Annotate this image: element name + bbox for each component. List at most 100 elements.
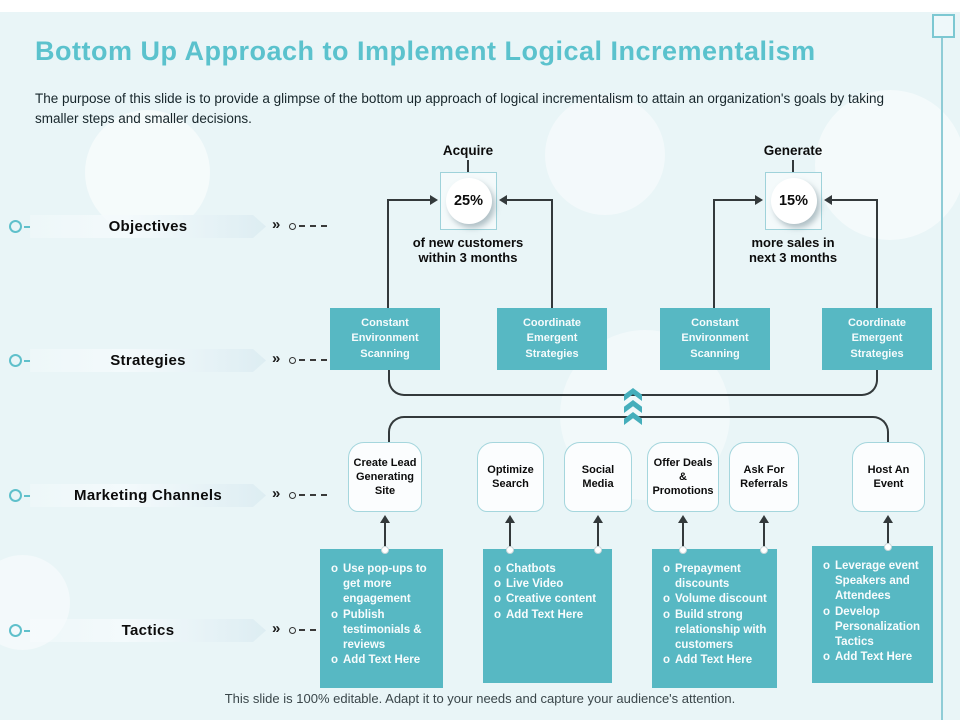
strategy-box: Constant Environment Scanning bbox=[660, 308, 770, 370]
corner-square-decoration bbox=[932, 14, 955, 38]
percent-value: 15% bbox=[770, 178, 817, 224]
pin-dot-icon bbox=[679, 546, 687, 554]
row-tactics: Tactics » bbox=[0, 619, 335, 642]
tactic-text: Add Text Here bbox=[343, 654, 421, 667]
channel-box: Optimize Search bbox=[477, 442, 544, 512]
tactic-item: Leverage event Speakers and Attendees bbox=[818, 559, 925, 605]
channel-box: Social Media bbox=[564, 442, 632, 512]
dashed-connector bbox=[299, 225, 327, 227]
tactic-box: Use pop-ups to get more engagement Publi… bbox=[320, 549, 443, 688]
row-banner: Objectives bbox=[30, 215, 266, 238]
tactic-text: Publish testimonials & reviews bbox=[343, 608, 422, 651]
goal-caption-generate: more sales in next 3 months bbox=[708, 235, 878, 266]
tactic-item: Add Text Here bbox=[326, 653, 435, 668]
arrowhead-icon bbox=[759, 515, 769, 523]
connector-line bbox=[887, 522, 889, 550]
tactic-text: Use pop-ups to get more engagement bbox=[343, 563, 427, 606]
tactic-text: Creative content bbox=[506, 593, 597, 606]
tactic-item: Develop Personalization Tactics bbox=[818, 605, 925, 651]
pin-dot-icon bbox=[884, 543, 892, 551]
pin-dot-icon bbox=[506, 546, 514, 554]
dash-connector bbox=[24, 630, 30, 632]
tactic-text: Add Text Here bbox=[835, 651, 913, 664]
tactic-text: Live Video bbox=[506, 578, 564, 591]
double-chevron-icon: » bbox=[272, 350, 281, 367]
tactic-box: Prepayment discounts Volume discount Bui… bbox=[652, 549, 777, 688]
connector-line bbox=[387, 199, 389, 309]
right-border-line bbox=[941, 38, 943, 720]
channel-box: Offer Deals & Promotions bbox=[647, 442, 719, 512]
percent-box-acquire: 25% bbox=[440, 172, 497, 230]
footer-note: This slide is 100% editable. Adapt it to… bbox=[224, 691, 736, 706]
goal-header-acquire: Acquire bbox=[442, 143, 494, 158]
dashed-connector bbox=[299, 359, 327, 361]
dash-connector bbox=[24, 360, 30, 362]
page-subtitle: The purpose of this slide is to provide … bbox=[35, 91, 885, 127]
tactic-text: Volume discount bbox=[675, 593, 767, 606]
tactic-item: Build strong relationship with customers bbox=[658, 608, 769, 654]
page-title: Bottom Up Approach to Implement Logical … bbox=[35, 36, 816, 66]
bullet-icon bbox=[658, 592, 675, 607]
connector-line bbox=[714, 199, 755, 201]
bracket-connector bbox=[388, 370, 878, 396]
background-circle bbox=[545, 95, 665, 215]
row-label: Strategies bbox=[110, 352, 186, 369]
connector-line bbox=[832, 199, 877, 201]
connector-line bbox=[507, 199, 552, 201]
dashed-connector bbox=[299, 629, 327, 631]
goal-header-generate: Generate bbox=[763, 143, 823, 158]
ring-icon bbox=[9, 624, 22, 637]
tactic-text: Chatbots bbox=[506, 563, 556, 575]
row-strategies: Strategies » bbox=[0, 349, 335, 372]
tactic-item: Prepayment discounts bbox=[658, 562, 769, 592]
tactic-item: Use pop-ups to get more engagement bbox=[326, 562, 435, 608]
tactic-item: Add Text Here bbox=[658, 653, 769, 668]
top-margin-strip bbox=[0, 0, 960, 12]
tactic-text: Develop Personalization Tactics bbox=[835, 605, 920, 648]
dash-connector bbox=[24, 226, 30, 228]
arrowhead-icon bbox=[755, 195, 763, 205]
ring-icon bbox=[9, 489, 22, 502]
arrowhead-icon bbox=[380, 515, 390, 523]
channel-box: Host An Event bbox=[852, 442, 925, 512]
tactic-item: Creative content bbox=[489, 592, 604, 607]
ring-icon bbox=[9, 220, 22, 233]
row-marketing-channels: Marketing Channels » bbox=[0, 484, 335, 507]
bullet-icon bbox=[326, 562, 343, 608]
tactic-item: Add Text Here bbox=[818, 650, 925, 665]
bullet-icon bbox=[489, 577, 506, 592]
double-chevron-icon: » bbox=[272, 216, 281, 233]
small-ring-icon bbox=[289, 223, 296, 230]
row-banner: Marketing Channels bbox=[30, 484, 266, 507]
pin-dot-icon bbox=[381, 546, 389, 554]
tactic-text: Leverage event Speakers and Attendees bbox=[835, 560, 919, 603]
caption-line: within 3 months bbox=[418, 250, 518, 266]
percent-value: 25% bbox=[445, 178, 492, 224]
arrowhead-icon bbox=[505, 515, 515, 523]
strategy-box: Coordinate Emergent Strategies bbox=[497, 308, 607, 370]
dashed-connector bbox=[299, 494, 327, 496]
row-label: Tactics bbox=[121, 622, 175, 639]
row-banner: Tactics bbox=[30, 619, 266, 642]
tactic-box: Leverage event Speakers and Attendees De… bbox=[812, 546, 933, 683]
arrowhead-icon bbox=[499, 195, 507, 205]
ring-icon bbox=[9, 354, 22, 367]
small-ring-icon bbox=[289, 492, 296, 499]
caption-line: of new customers bbox=[412, 235, 524, 250]
dash-connector bbox=[24, 495, 30, 497]
bullet-icon bbox=[489, 562, 506, 577]
connector-line bbox=[713, 199, 715, 309]
channel-box: Create Lead Generating Site bbox=[348, 442, 422, 512]
connector-line bbox=[509, 522, 511, 550]
connector-line bbox=[792, 160, 794, 172]
bullet-icon bbox=[326, 608, 343, 654]
tactic-text: Add Text Here bbox=[675, 654, 753, 667]
bullet-icon bbox=[658, 608, 675, 654]
arrowhead-icon bbox=[593, 515, 603, 523]
pin-dot-icon bbox=[760, 546, 768, 554]
tactic-item: Publish testimonials & reviews bbox=[326, 608, 435, 654]
tactic-box: Chatbots Live Video Creative content Add… bbox=[483, 549, 612, 683]
row-objectives: Objectives » bbox=[0, 215, 335, 238]
tactic-item: Volume discount bbox=[658, 592, 769, 607]
